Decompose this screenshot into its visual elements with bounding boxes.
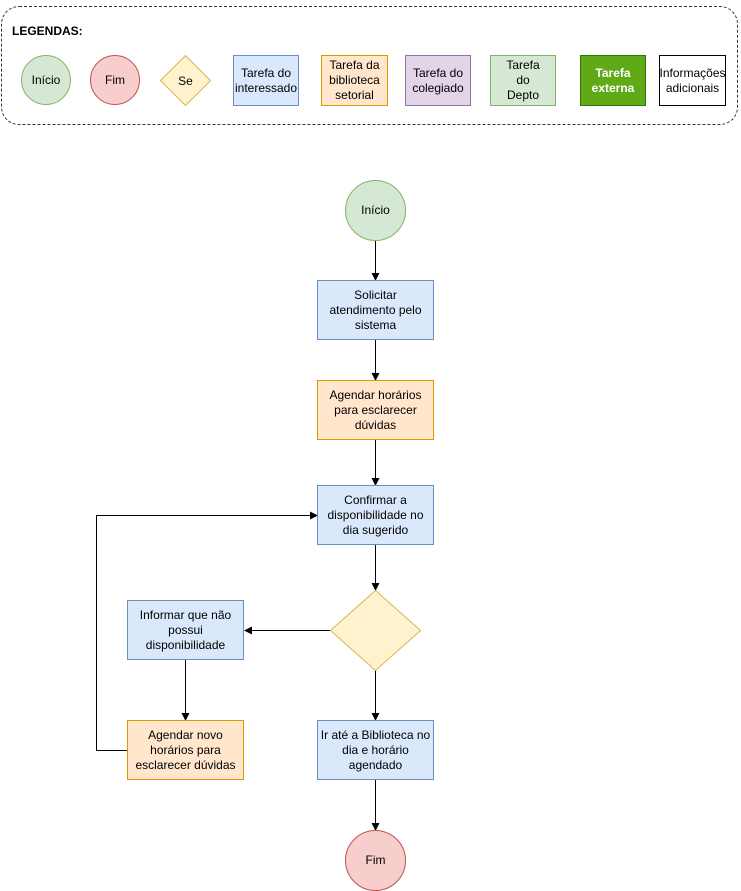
task-informar-indisponibilidade: Informar que não possui disponibilidade [127,600,244,660]
legend-tarefa-externa: Tarefa externa [580,55,646,106]
task-solicitar-atendimento: Solicitar atendimento pelo sistema [317,280,434,340]
legend-tarefa-depto: Tarefa do Depto [490,55,556,106]
task-agendar-horarios: Agendar horários para esclarecer dúvidas [317,380,434,440]
task-agendar-novo-horario: Agendar novo horários para esclarecer dú… [127,720,244,780]
edge-agendar-novo-confirmar [96,511,318,751]
flow-start: Início [345,180,406,241]
legend-se: Se [160,55,211,106]
legend-tarefa-colegiado: Tarefa do colegiado [405,55,471,106]
legend-se-shape [160,55,211,106]
legend-tarefa-interessado: Tarefa do interessado [233,55,299,106]
legend-tarefa-biblioteca: Tarefa da biblioteca setorial [321,55,388,106]
legend-informacoes-adicionais: Informações adicionais [659,55,726,106]
legend-fim: Fim [90,55,140,105]
decision-shape [330,590,421,671]
legend-inicio: Início [21,55,71,105]
decision-disponibilidade [330,590,421,671]
legend-se-label: Se [178,73,193,88]
task-confirmar-disponibilidade: Confirmar a disponibilidade no dia suger… [317,485,434,545]
task-ir-biblioteca: Ir até a Biblioteca no dia e horário age… [317,720,434,780]
legend-title: LEGENDAS: [12,24,83,38]
decision-label [330,590,421,671]
legend-panel [1,6,738,125]
flow-end: Fim [345,830,406,891]
